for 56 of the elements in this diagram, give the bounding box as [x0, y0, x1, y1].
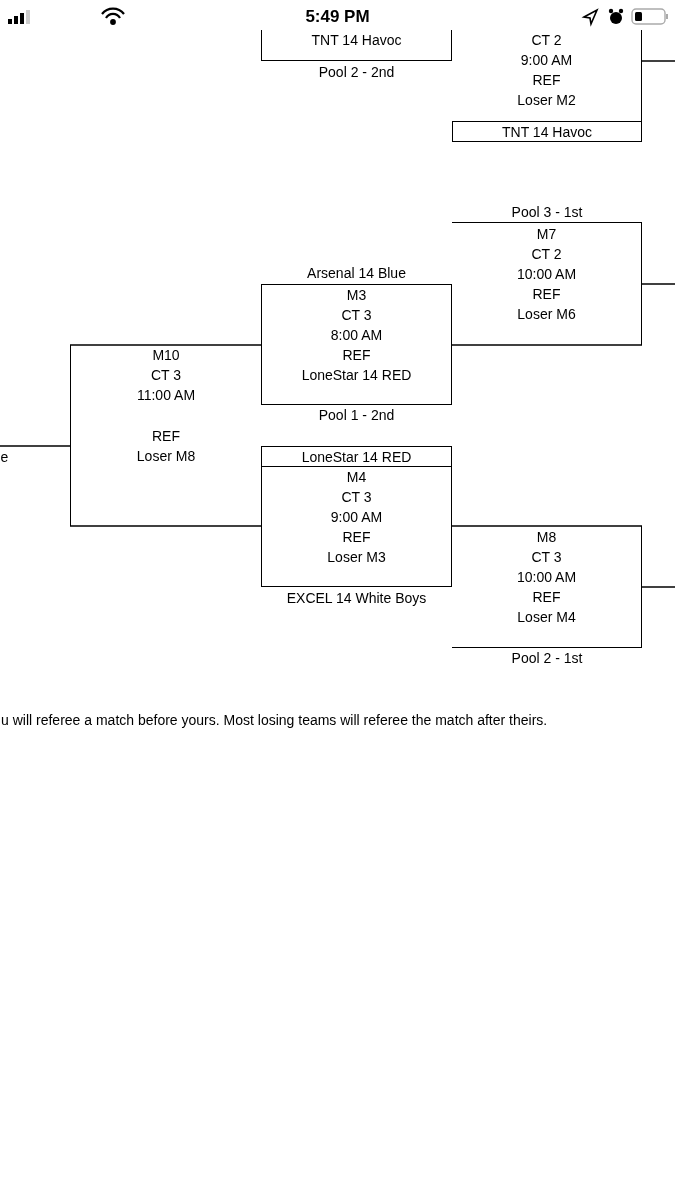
- team-label: Pool 2 - 2nd: [317, 63, 396, 82]
- bracket-line: [451, 525, 643, 527]
- match-info: CT 2: [531, 31, 562, 50]
- team-label: EXCEL 14 White Boys: [285, 589, 428, 608]
- team-label: Pool 3 - 1st: [510, 203, 584, 222]
- match-info: 8:00 AM: [330, 326, 383, 345]
- team-box: [261, 30, 452, 61]
- team-name: LoneStar 14 RED: [301, 448, 412, 467]
- match-info: REF: [342, 346, 371, 365]
- team-label: Pool 2 - 1st: [510, 649, 584, 668]
- match-info: M10: [152, 346, 180, 365]
- team-name: e: [0, 448, 9, 467]
- match-info: LoneStar 14 RED: [301, 366, 412, 385]
- match-bracket: [261, 284, 452, 405]
- match-info: M8: [536, 528, 557, 547]
- bracket-line: [641, 586, 675, 588]
- match-info: 10:00 AM: [516, 568, 577, 587]
- match-info: Loser M3: [327, 548, 386, 567]
- team-name: TNT 14 Havoc: [311, 31, 402, 50]
- match-info: REF: [532, 285, 561, 304]
- match-info: Loser M8: [136, 447, 196, 466]
- team-name: TNT 14 Havoc: [502, 123, 592, 142]
- match-info: 11:00 AM: [136, 386, 196, 405]
- match-info: Loser M2: [517, 91, 576, 110]
- note-text: u will referee a match before yours. Most losing teams will referee the match after theirs.: [1, 711, 548, 730]
- match-info: REF: [152, 427, 180, 446]
- bracket-line: [69, 344, 262, 346]
- team-box: [261, 446, 452, 467]
- match-bracket: [261, 466, 452, 587]
- match-info: CT 3: [341, 306, 372, 325]
- match-info: M3: [346, 286, 367, 305]
- match-info: Loser M4: [517, 608, 576, 627]
- match-info: M7: [536, 225, 557, 244]
- bracket-line: [641, 60, 675, 62]
- match-info: REF: [342, 528, 371, 547]
- match-info: Loser M6: [517, 305, 576, 324]
- match-info: CT 2: [531, 245, 562, 264]
- bracket-line: [451, 344, 643, 346]
- match-info: REF: [532, 588, 561, 607]
- match-bracket: [452, 526, 642, 648]
- match-bracket: [452, 222, 642, 345]
- match-info: CT 3: [531, 548, 562, 567]
- match-info: M4: [346, 468, 367, 487]
- status-time: 5:49 PM: [305, 7, 370, 27]
- team-box: [452, 121, 642, 142]
- match-info: 9:00 AM: [330, 508, 383, 527]
- team-label: Arsenal 14 Blue: [306, 264, 407, 283]
- bracket-line: [0, 445, 71, 447]
- match-info: 10:00 AM: [516, 265, 577, 284]
- match-info: CT 3: [341, 488, 372, 507]
- bracket-line: [641, 283, 675, 285]
- match-info: CT 3: [150, 366, 182, 385]
- bracket-line: [69, 525, 262, 527]
- match-info: REF: [532, 71, 561, 90]
- team-label: Pool 1 - 2nd: [317, 406, 396, 425]
- match-info: 9:00 AM: [520, 51, 573, 70]
